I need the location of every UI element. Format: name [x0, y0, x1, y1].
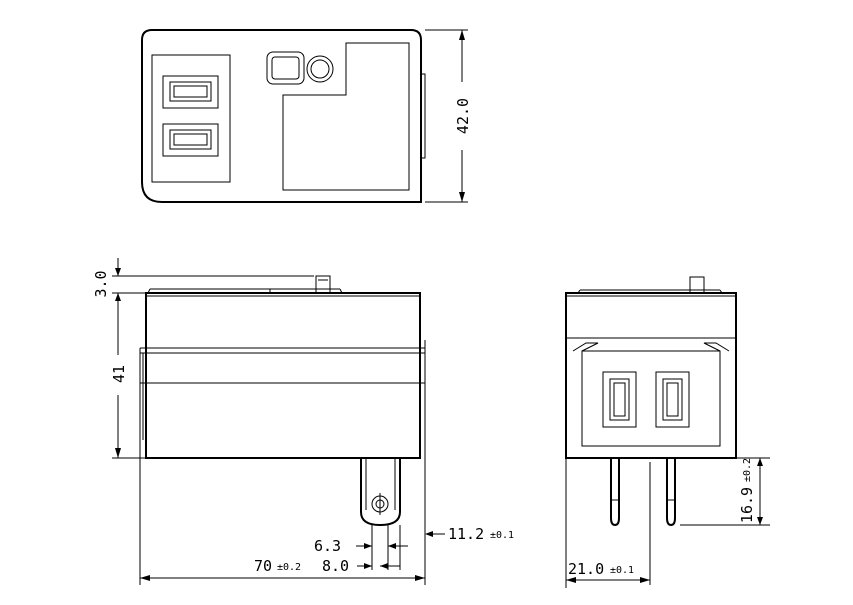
- dim-pin-3: 3.0: [92, 270, 110, 297]
- dim-length-70-tol: ±0.2: [277, 562, 301, 573]
- dim-blade-spacing: 21.0: [568, 560, 604, 578]
- front-view: 16.9 ±0.2 21.0 ±0.1: [565, 276, 770, 588]
- top-view: 42.0: [141, 29, 472, 203]
- dim-height-41: 41: [110, 365, 128, 383]
- dim-pin-thickness-tol: ±0.1: [490, 530, 514, 541]
- usb-port-top: [162, 75, 219, 109]
- button-protrusion: [315, 275, 331, 294]
- side-view: 3.0 41 11.2 ±0.1 6.3 8.0 70 ±0.2: [92, 258, 514, 585]
- dim-height-42: 42.0: [454, 98, 472, 134]
- dim-blade-spacing-tol: ±0.1: [610, 565, 634, 576]
- usb-port-bottom: [162, 123, 219, 157]
- button-protrusion-front: [689, 276, 705, 294]
- blade-right: [666, 458, 676, 527]
- blade-left: [610, 458, 620, 527]
- dim-pin-hole: 6.3: [314, 537, 341, 555]
- dim-blade-length: 16.9: [738, 487, 756, 523]
- led-icon: [306, 55, 334, 83]
- dim-pin-offset: 8.0: [322, 557, 349, 575]
- dim-pin-thickness: 11.2: [448, 525, 484, 543]
- plug-prong: [360, 457, 401, 527]
- usb-port-right: [655, 371, 690, 428]
- dim-blade-length-tol: ±0.2: [742, 458, 753, 482]
- usb-port-left: [602, 371, 637, 428]
- button-icon: [266, 51, 305, 85]
- dim-length-70: 70: [254, 557, 272, 575]
